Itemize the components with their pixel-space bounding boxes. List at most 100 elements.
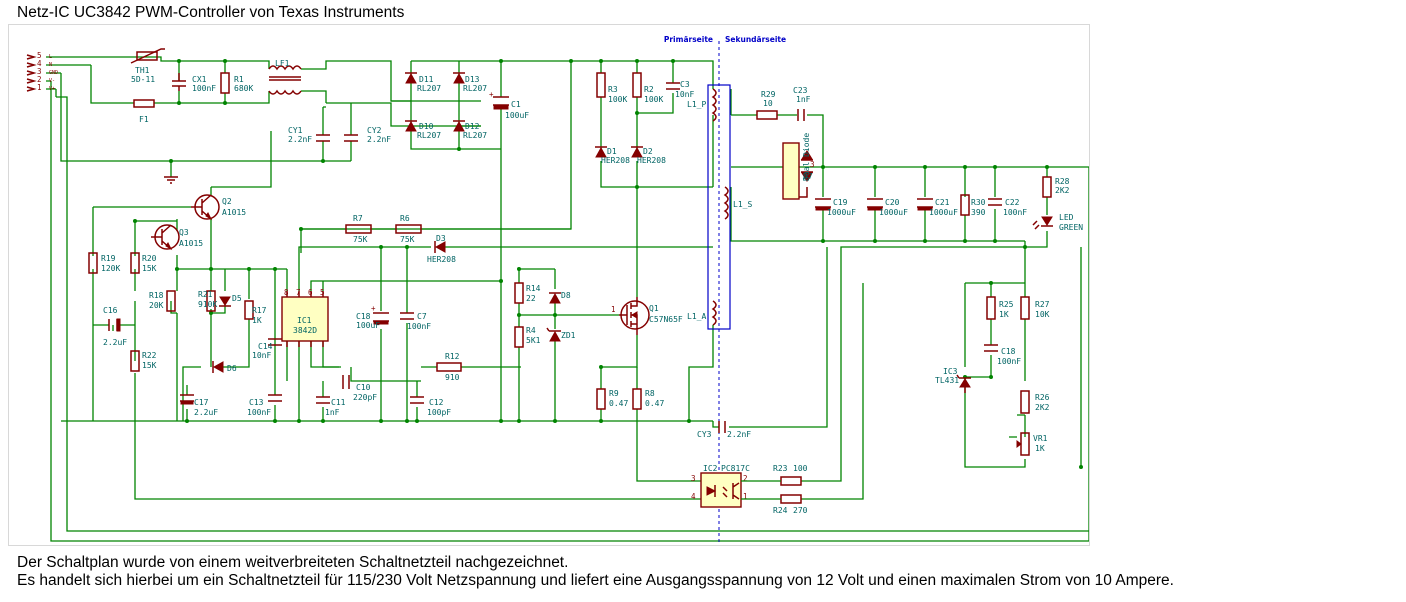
d3-value: HER208	[427, 255, 456, 264]
ic1-ref: IC1	[297, 316, 312, 325]
d1-value: HER208	[601, 156, 630, 165]
connector-pin-4: 4	[37, 59, 42, 68]
r18-value: 20K	[149, 301, 164, 310]
r23-value: 100	[793, 464, 808, 473]
transistor-q3	[151, 224, 180, 251]
r3-value: 100K	[608, 95, 627, 104]
svg-text:1: 1	[743, 492, 748, 501]
r17-ref: R17	[252, 306, 267, 315]
connector-pin-1-label: V+	[49, 86, 55, 92]
thermistor-th1	[136, 51, 158, 61]
r9-ref: R9	[609, 389, 619, 398]
c18-ref: C18	[356, 312, 371, 321]
r30-ref: R30	[971, 198, 986, 207]
description-line-1: Der Schaltplan wurde von einem weitverbr…	[17, 554, 569, 571]
d7-ref: D7	[803, 172, 813, 181]
fuse-f1	[133, 99, 155, 108]
cy3-value: 2.2nF	[727, 430, 751, 439]
c3-value: 10nF	[675, 90, 694, 99]
c11-value: 1nF	[325, 408, 340, 417]
connector-pin-4-label: N	[49, 62, 52, 68]
r28-ref: R28	[1055, 177, 1070, 186]
r21-ref: R21	[198, 290, 213, 299]
capacitor-c17	[180, 394, 194, 402]
c21-ref: C21	[935, 198, 950, 207]
c22-ref: C22	[1005, 198, 1020, 207]
led-green	[1032, 220, 1053, 230]
r23-ref: R23	[773, 464, 788, 473]
vr1-value: 1K	[1035, 444, 1045, 453]
capacitor-c18-secondary	[984, 344, 998, 352]
r22-value: 15K	[142, 361, 157, 370]
components: TH1 5D-11 F1 CX1 100nF R1 680K LF1 CY1 2…	[88, 48, 1083, 515]
led-ref: LED	[1059, 213, 1074, 222]
schematic-diagram: Primärseite Sekundärseite 5 L 4 N 3 GND …	[8, 24, 1090, 546]
ic3-value: TL431	[935, 376, 959, 385]
c18-value: 100uF	[356, 321, 380, 330]
svg-text:+: +	[489, 90, 494, 99]
svg-text:3: 3	[691, 474, 696, 483]
capacitor-c10	[342, 375, 350, 389]
c10-ref: C10	[356, 383, 371, 392]
zd1-ref: ZD1	[561, 331, 576, 340]
c11-ref: C11	[331, 398, 346, 407]
vr1-ref: VR1	[1033, 434, 1048, 443]
ic1-value: 3842D	[293, 326, 317, 335]
resistor-r8	[632, 388, 642, 410]
connector-pin-2-label: V-	[49, 78, 55, 84]
description-line-2: Es handelt sich hierbei um ein Schaltnet…	[17, 572, 1174, 589]
r2-ref: R2	[644, 85, 654, 94]
q3-ref: Q3	[179, 228, 189, 237]
r1-value: 680K	[234, 84, 253, 93]
resistor-r17	[244, 300, 254, 320]
r28-value: 2K2	[1055, 186, 1070, 195]
ground-symbol	[164, 176, 178, 184]
resistor-r25	[986, 296, 996, 320]
l1s-ref: L1_S	[733, 200, 752, 209]
d6-ref: D6	[227, 364, 237, 373]
c19-ref: C19	[833, 198, 848, 207]
cy2-ref: CY2	[367, 126, 382, 135]
d2-ref: D2	[643, 147, 653, 156]
svg-text:2: 2	[743, 474, 748, 483]
r4-value: 5K1	[526, 336, 541, 345]
resistor-r9	[596, 388, 606, 410]
c12-ref: C12	[429, 398, 444, 407]
r8-ref: R8	[645, 389, 655, 398]
capacitor-cy3	[718, 421, 726, 433]
d12-value: RL207	[463, 131, 487, 140]
th1-value: 5D-11	[131, 75, 155, 84]
r24-ref: R24	[773, 506, 788, 515]
r17-value: 1K	[252, 316, 262, 325]
resistor-r12	[436, 362, 462, 372]
r7-ref: R7	[353, 214, 363, 223]
q2-value: A1015	[222, 208, 246, 217]
r14-value: 22	[526, 294, 536, 303]
c21-value: 1000uF	[929, 208, 958, 217]
r27-ref: R27	[1035, 300, 1050, 309]
resistor-r3	[596, 72, 606, 98]
q1-ref: Q1	[649, 304, 659, 313]
d11-value: RL207	[417, 84, 441, 93]
c12-value: 100pF	[427, 408, 451, 417]
resistor-r2	[632, 72, 642, 98]
resistor-r28	[1042, 176, 1052, 198]
d10-value: RL207	[417, 131, 441, 140]
d8-ref: D8	[561, 291, 571, 300]
resistor-r21	[206, 290, 216, 312]
r7-value: 75K	[353, 235, 368, 244]
r25-value: 1K	[999, 310, 1009, 319]
r27-value: 10K	[1035, 310, 1050, 319]
q3-value: A1015	[179, 239, 203, 248]
r12-value: 910	[445, 373, 460, 382]
d10-ref: D10	[419, 122, 434, 131]
description: Der Schaltplan wurde von einem weitverbr…	[17, 554, 1174, 590]
r21-value: 910K	[198, 300, 217, 309]
r26-value: 2K2	[1035, 403, 1050, 412]
c10-value: 220pF	[353, 393, 377, 402]
transistor-q2	[191, 194, 220, 221]
r20-value: 15K	[142, 264, 157, 273]
th1-ref: TH1	[135, 66, 150, 75]
winding-l1-s	[723, 186, 729, 220]
shunt-regulator-ic3	[956, 374, 971, 393]
